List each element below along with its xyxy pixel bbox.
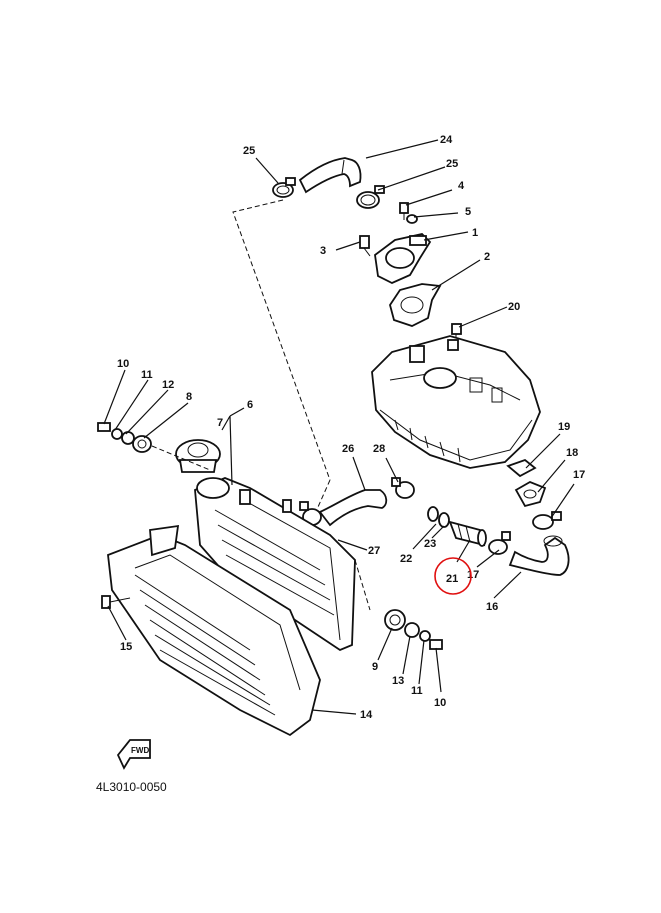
callout-22: 22: [400, 553, 412, 565]
callout-5: 5: [465, 206, 471, 218]
washer-11-left: [111, 428, 123, 440]
callout-28: 28: [373, 443, 385, 455]
grommet-9: [384, 609, 406, 631]
cylinder-head: [371, 335, 541, 469]
callout-23: 23: [424, 538, 436, 550]
callout-17a: 17: [467, 569, 479, 581]
callout-19: 19: [558, 421, 570, 433]
hose-clamp-17-left: [488, 531, 511, 555]
bolt-4: [399, 202, 409, 220]
washer-11-right: [419, 630, 431, 642]
bolt-10-right: [429, 639, 443, 650]
callout-7: 7: [217, 417, 223, 429]
lower-hose-16: [508, 535, 570, 576]
callout-11b: 11: [411, 685, 423, 697]
callout-10b: 10: [434, 697, 446, 709]
collar-12: [121, 431, 135, 445]
bolt-15: [101, 595, 131, 609]
gasket-19: [506, 458, 537, 478]
dashed-hose-route: [232, 199, 331, 508]
grommet-8: [132, 435, 152, 453]
hose-clamp-25-left: [272, 177, 296, 198]
callout-26: 26: [342, 443, 354, 455]
hose-26: [318, 489, 388, 527]
callout-13: 13: [392, 675, 404, 687]
o-ring-23: [438, 512, 450, 528]
callout-17b: 17: [573, 469, 585, 481]
radiator-cap-7: [175, 439, 221, 473]
callout-9: 9: [372, 661, 378, 673]
washer-13: [404, 622, 420, 638]
hose-clamp-17-right: [532, 511, 562, 530]
outlet-housing-1: [374, 233, 432, 284]
fwd-label: FWD: [131, 746, 149, 755]
bolt-10-left: [97, 422, 111, 432]
fwd-arrow: [116, 739, 151, 770]
hose-clamp-28: [391, 477, 415, 499]
callout-27: 27: [368, 545, 380, 557]
dashed-mount-route: [151, 445, 371, 611]
callout-10a: 10: [117, 358, 129, 370]
callout-16: 16: [486, 601, 498, 613]
callout-21: 21: [446, 573, 458, 585]
callout-2: 2: [484, 251, 490, 263]
callout-25a: 25: [243, 145, 255, 157]
callout-15: 15: [120, 641, 132, 653]
o-ring-22: [427, 506, 439, 522]
joint-pipe-21: [448, 520, 487, 547]
callout-25b: 25: [446, 158, 458, 170]
callout-24: 24: [440, 134, 453, 146]
callout-18: 18: [566, 447, 578, 459]
highlight-circle: [434, 557, 472, 595]
fitting-18: [514, 481, 547, 508]
upper-hose-24: [298, 157, 362, 194]
washer-5: [406, 214, 418, 224]
callout-12: 12: [162, 379, 174, 391]
bolt-3: [359, 235, 371, 257]
gasket-2: [389, 283, 442, 327]
callout-1: 1: [472, 227, 478, 239]
leader-lines: [103, 139, 575, 715]
bolt-8: [282, 499, 292, 513]
callout-4: 4: [458, 180, 465, 192]
callout-11a: 11: [141, 369, 153, 381]
callout-3: 3: [320, 245, 326, 257]
callout-20: 20: [508, 301, 520, 313]
callout-6: 6: [247, 399, 253, 411]
radiator-6: [194, 477, 356, 652]
callout-8: 8: [186, 391, 192, 403]
diagram-code: 4L3010-0050: [96, 780, 167, 794]
callout-14: 14: [360, 709, 373, 721]
radiator-cover-14: [107, 524, 321, 737]
